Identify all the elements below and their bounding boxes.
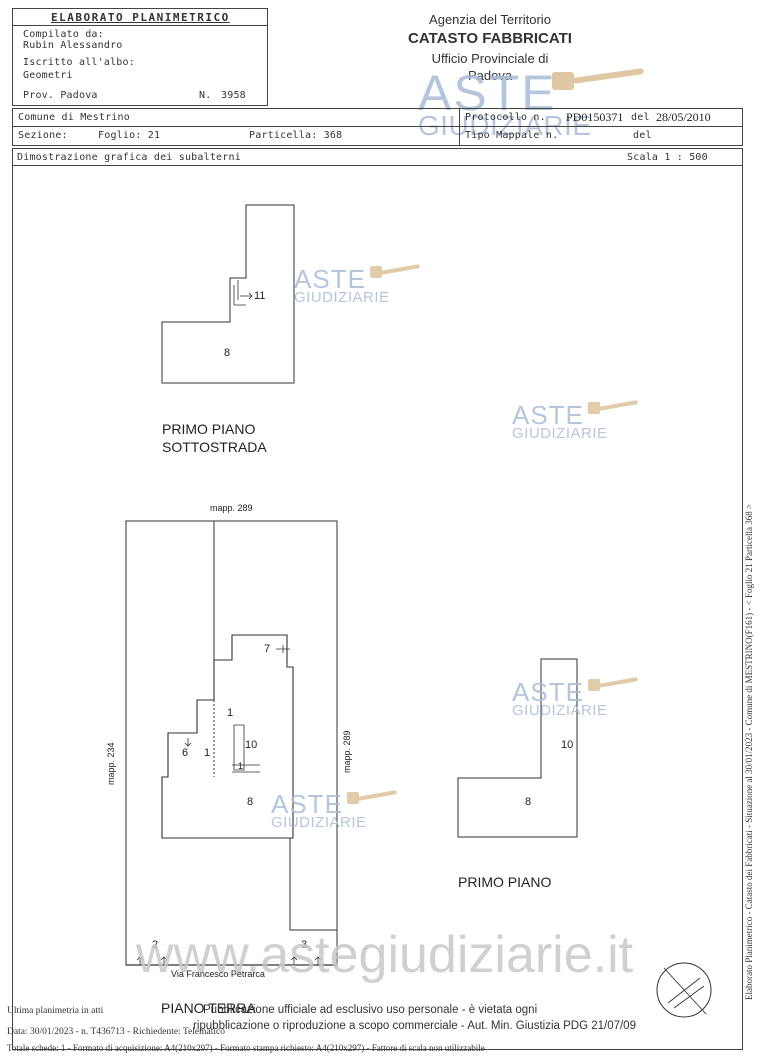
protocollo-date: 28/05/2010 (656, 110, 711, 124)
watermark-header: ASTE GIUDIZIARIE (418, 68, 592, 140)
ground-sub-7: 7 (264, 643, 271, 655)
ground-sub-10: 10 (245, 739, 258, 751)
publication-line-1: Pubblicazione ufficiale ad esclusivo uso… (203, 1004, 538, 1016)
iscritto-label: Iscritto all'albo: (23, 57, 135, 68)
number-value: 3958 (221, 90, 246, 101)
ground-sub-6: 6 (182, 747, 189, 759)
drawing-frame (12, 166, 743, 1050)
watermark-giudiziarie: GIUDIZIARIE (271, 814, 367, 831)
first-floor-outline (457, 658, 578, 838)
basement-label-1: PRIMO PIANO (162, 421, 256, 437)
first-sub-10: 10 (561, 739, 574, 751)
tipo-mappale: Tipo Mappale n. (465, 130, 559, 141)
footer-totale: Totale schede: 1 - Formato di acquisizio… (7, 1043, 485, 1053)
protocollo-value: PD0150371 (566, 110, 624, 124)
watermark-aste: ASTE (512, 400, 584, 430)
publication-line-2: ripubblicazione o riproduzione a scopo c… (193, 1020, 636, 1032)
watermark-aste: ASTE (418, 65, 557, 121)
agency-line-1: Agenzia del Territorio (429, 12, 551, 27)
ground-sub-1b: 1 (204, 747, 211, 759)
info-box: Comune di Mestrino Protocollo n. PD01503… (12, 108, 743, 146)
watermark-3: ASTE GIUDIZIARIE (512, 679, 608, 718)
number-label: N. (199, 90, 212, 101)
ground-sub-8: 8 (247, 796, 254, 808)
arrow-icon-2 (136, 956, 144, 965)
watermark-giudiziarie: GIUDIZIARIE (294, 289, 390, 306)
watermark-giudiziarie: GIUDIZIARIE (512, 702, 608, 719)
watermark-giudiziarie: GIUDIZIARIE (418, 110, 592, 141)
stair-icon (233, 280, 246, 306)
first-sub-8: 8 (525, 796, 532, 808)
sezione: Sezione: (18, 130, 68, 141)
foglio: Foglio: 21 (98, 130, 161, 141)
agency-line-3: Ufficio Provinciale di (431, 51, 549, 66)
ground-sub-2: 2 (152, 939, 159, 951)
tipo-mappale-del: del (633, 130, 652, 141)
iscritto-value: Geometri (23, 70, 73, 81)
basement-sub-8: 8 (224, 347, 231, 359)
watermark-giudiziarie: GIUDIZIARIE (512, 425, 608, 442)
street-name: Via Francesco Petrarca (171, 969, 265, 979)
watermark-aste: ASTE (271, 789, 343, 819)
particella: Particella: 368 (249, 130, 343, 141)
protocollo-label: Protocollo n. (465, 112, 546, 123)
basement-outline (161, 204, 295, 384)
compiler-box: ELABORATO PLANIMETRICO Compilato da: Rub… (12, 8, 268, 106)
info-divider (13, 126, 742, 127)
arrow-icon-3b (314, 956, 322, 965)
north-arrow-icon (656, 962, 712, 1018)
watermark-aste: ASTE (512, 677, 584, 707)
province: Prov. Padova (23, 90, 98, 101)
arrow-icon-7 (276, 645, 290, 653)
agency-line-4: Padova (467, 68, 513, 83)
arrow-icon (240, 292, 253, 300)
graphic-title: Dimostrazione grafica dei subalterni (17, 152, 241, 163)
watermark-site: www.astegiudiziarie.it (136, 926, 634, 984)
scale: Scala 1 : 500 (627, 152, 708, 163)
ground-sub-1: 1 (227, 707, 234, 719)
compilato-name: Rubin Alessandro (23, 40, 123, 51)
first-floor-label: PRIMO PIANO (458, 874, 552, 890)
building-outline (161, 634, 294, 839)
title-divider (13, 25, 267, 26)
compilato-label: Compilato da: (23, 29, 104, 40)
watermark-4: ASTE GIUDIZIARIE (271, 791, 367, 830)
watermark-1: ASTE GIUDIZIARIE (294, 266, 390, 305)
document-title: ELABORATO PLANIMETRICO (51, 11, 230, 24)
courtyard-line (289, 838, 337, 931)
agency-line-2: CATASTO FABBRICATI (408, 30, 572, 47)
ground-sub-3: 3 (301, 939, 308, 951)
comune: Comune di Mestrino (18, 112, 130, 123)
gavel-icon (552, 68, 644, 90)
basement-sub-11: 11 (254, 290, 266, 302)
basement-label-2: SOTTOSTRADA (162, 439, 267, 455)
watermark-2: ASTE GIUDIZIARIE (512, 402, 608, 441)
arrow-icon-3 (290, 956, 298, 965)
ground-label: PIANO TERRA (161, 1000, 256, 1016)
info-vertical-divider (459, 109, 460, 145)
ground-sub-1c: 1 (238, 761, 244, 771)
watermark-aste: ASTE (294, 264, 366, 294)
ultima-planimetria: Ultima planimetria in atti (7, 1006, 104, 1016)
footer-data: Data: 30/01/2023 - n. T436713 - Richiede… (7, 1027, 225, 1037)
arrow-icon-2b (160, 956, 168, 965)
protocollo-del-label: del (631, 112, 650, 123)
mapp-top: mapp. 289 (210, 503, 253, 513)
stair-icon-ground (232, 724, 260, 773)
arrow-icon-6 (184, 738, 192, 747)
graphic-titlebar: Dimostrazione grafica dei subalterni Sca… (12, 148, 743, 166)
side-caption: Elaborato Planimetrico - Catasto dei Fab… (744, 503, 754, 1000)
